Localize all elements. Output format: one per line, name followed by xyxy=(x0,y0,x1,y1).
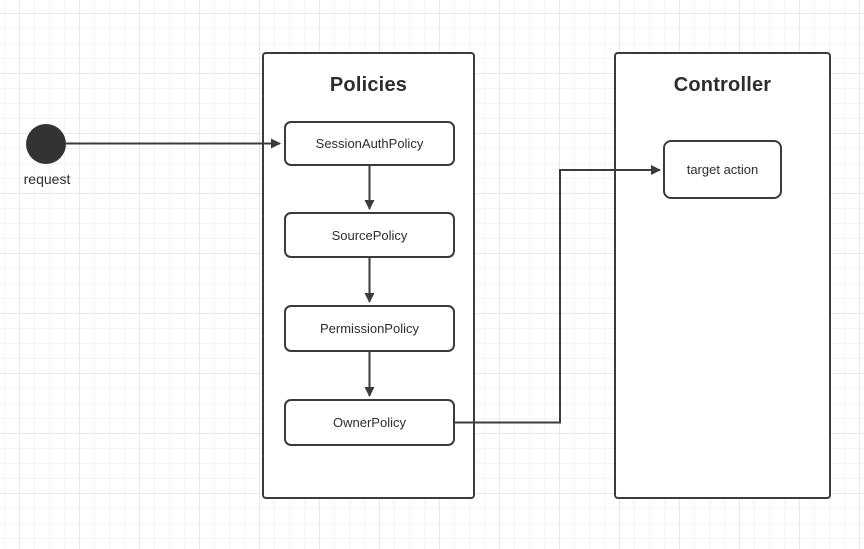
request-node-label: request xyxy=(23,171,71,187)
request-start-node[interactable] xyxy=(26,124,66,164)
policies-container-title: Policies xyxy=(329,74,408,96)
controller-container[interactable]: Controller xyxy=(614,52,831,499)
controller-container-title: Controller xyxy=(673,74,772,96)
node-target-action[interactable]: target action xyxy=(663,140,782,199)
node-owner-policy[interactable]: OwnerPolicy xyxy=(284,399,455,446)
node-session-auth-policy[interactable]: SessionAuthPolicy xyxy=(284,121,455,166)
node-source-policy[interactable]: SourcePolicy xyxy=(284,212,455,258)
node-permission-policy[interactable]: PermissionPolicy xyxy=(284,305,455,352)
